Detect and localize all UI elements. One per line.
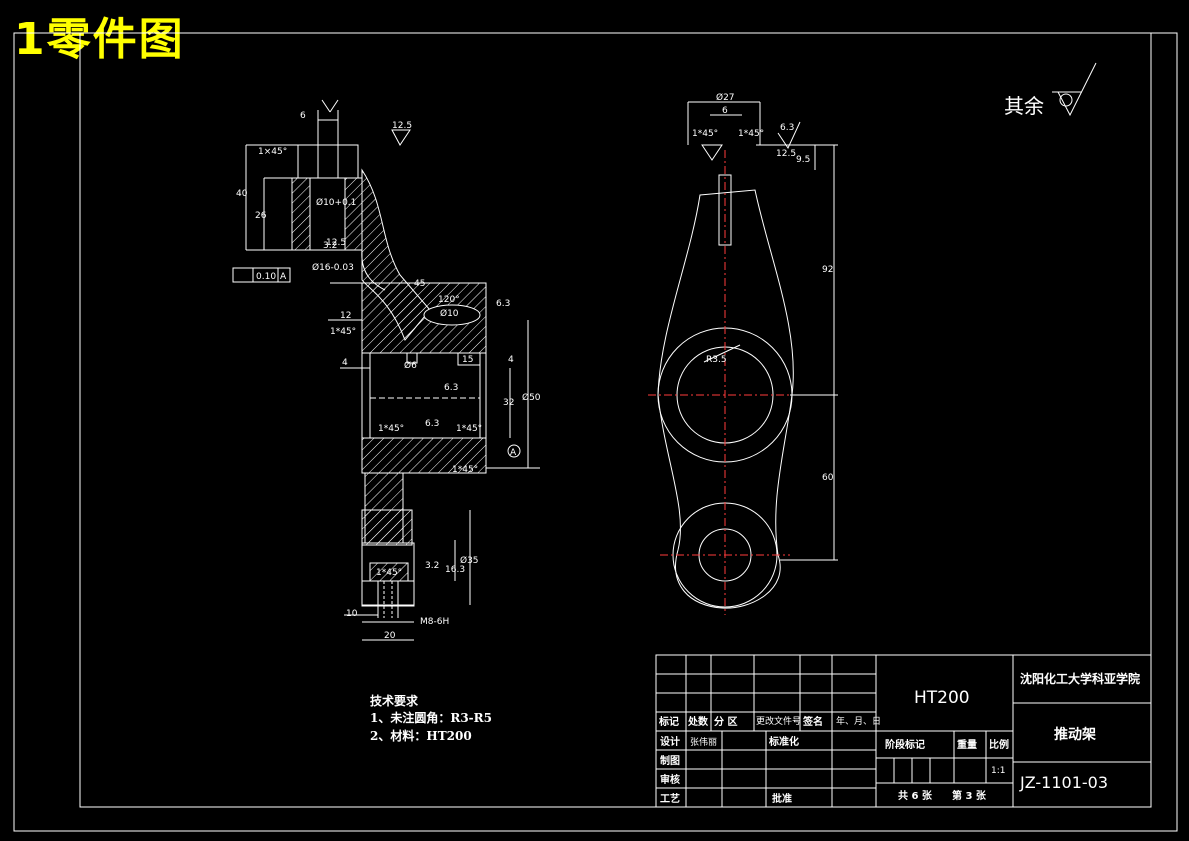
- dim-12-5-top: 12.5: [392, 121, 412, 131]
- dim-d50: Ø50: [522, 392, 541, 403]
- dim-120: 120°: [438, 295, 460, 305]
- tolerance-value: 0.10: [256, 272, 276, 282]
- tb-process: 工艺: [660, 792, 680, 805]
- dim-4-right: 4: [508, 355, 514, 365]
- dim-6-3-mid: 6.3: [425, 419, 439, 429]
- scale-value: 1:1: [991, 766, 1005, 776]
- left-dimension-labels: 6 12.5 1×45° 40 26 Ø10+0.1 Ø16-0.03 0.10…: [236, 111, 541, 641]
- tb-sign: 签名: [802, 715, 823, 728]
- dim-6-right: 6: [722, 106, 728, 116]
- inner-border: [79, 32, 1152, 808]
- dim-6-3-right: 6.3: [496, 299, 510, 309]
- dim-12: 12: [340, 311, 351, 321]
- dim-d16: Ø16-0.03: [312, 262, 354, 273]
- tech-requirements: 技术要求 1、未注圆角：R3-R5 2、材料：HT200: [370, 693, 492, 743]
- dim-chamfer-3: 1*45°: [456, 424, 482, 434]
- dim-9-5: 9.5: [796, 155, 810, 165]
- dim-chamfer-2: 1*45°: [378, 424, 404, 434]
- dim-20: 20: [384, 631, 396, 641]
- tb-standardize: 标准化: [768, 735, 799, 748]
- dim-r3-5: R3.5: [706, 355, 727, 365]
- dim-26: 26: [255, 211, 267, 221]
- tb-mark: 标记: [658, 715, 679, 728]
- dim-12-5-mid: 12.5: [326, 238, 346, 248]
- dim-15: 15: [462, 355, 473, 365]
- tb-date: 年、月、日: [836, 715, 881, 727]
- dim-6: 6: [300, 111, 306, 121]
- dim-3-2-lower: 3.2: [425, 561, 439, 571]
- dim-6-3-r: 6.3: [780, 123, 794, 133]
- dim-m8: M8-6H: [420, 617, 449, 627]
- dim-45: 45: [414, 279, 425, 289]
- dim-32: 32: [503, 398, 514, 408]
- page-title: 1零件图: [14, 14, 185, 65]
- dim-d6: Ø6: [404, 360, 417, 371]
- tech-req-item-1: 1、未注圆角：R3-R5: [370, 710, 492, 725]
- tb-zone: 分 区: [714, 715, 737, 728]
- roughness-note-text: 其余: [1004, 94, 1044, 118]
- tb-approve: 批准: [772, 792, 792, 805]
- tb-stage-mark: 阶段标记: [885, 738, 925, 751]
- left-section-view: [232, 99, 540, 641]
- tb-count: 处数: [687, 715, 709, 728]
- dim-d10-hole: Ø10: [440, 308, 459, 319]
- tb-design: 设计: [660, 735, 680, 748]
- dim-chamfer-1: 1*45°: [330, 327, 356, 337]
- dim-d35: Ø35: [460, 555, 479, 566]
- dim-6-3-hub: 6.3: [444, 383, 458, 393]
- tb-sheets-total: 共 6 张: [898, 789, 933, 802]
- dim-92: 92: [822, 265, 833, 275]
- dim-chamfer-r2: 1*45°: [738, 129, 764, 139]
- tb-design-sign: 张伟丽: [690, 736, 717, 748]
- drawing-number: JZ-1101-03: [1019, 773, 1108, 792]
- tb-review: 审核: [660, 773, 680, 786]
- tb-weight: 重量: [957, 738, 977, 751]
- dim-12-5-r: 12.5: [776, 149, 796, 159]
- tb-ratio: 比例: [989, 738, 1009, 751]
- outer-border: [13, 32, 1178, 832]
- tb-sheet-no: 第 3 张: [952, 789, 987, 802]
- right-dimension-labels: Ø27 6 1*45° 1*45° 6.3 12.5 9.5 92 60 R3.…: [692, 92, 834, 483]
- dim-60: 60: [822, 473, 834, 483]
- part-name: 推动架: [1054, 726, 1096, 743]
- dim-3-2-top: 3.2: [323, 241, 337, 251]
- title-block-text: HT200 沈阳化工大学科亚学院 推动架 JZ-1101-03 1:1 标记 处…: [658, 671, 1140, 805]
- datum-a: A: [510, 448, 517, 458]
- tb-drafting: 制图: [660, 754, 680, 767]
- dim-d27: Ø27: [716, 92, 735, 103]
- school-name: 沈阳化工大学科亚学院: [1020, 671, 1140, 686]
- tech-req-item-2: 2、材料：HT200: [370, 728, 472, 743]
- dim-chamfer-r1: 1*45°: [692, 129, 718, 139]
- dim-chamfer-4: 1*45°: [452, 465, 478, 475]
- roughness-note: 其余: [1004, 62, 1097, 118]
- tech-req-title: 技术要求: [370, 693, 419, 708]
- dim-10: 10: [346, 609, 358, 619]
- dim-40: 40: [236, 189, 248, 199]
- dim-chamfer-5: 1*45°: [376, 568, 402, 578]
- material-value: HT200: [914, 688, 970, 708]
- dim-16-3: 16.3: [445, 565, 465, 575]
- tb-change-doc: 更改文件号: [756, 715, 801, 727]
- dim-d10: Ø10+0.1: [316, 197, 356, 208]
- right-view: [648, 101, 838, 615]
- dim-4-left: 4: [342, 358, 348, 368]
- datum-a-ref: A: [280, 272, 287, 282]
- title-block: [655, 654, 1152, 808]
- dim-chamfer-top: 1×45°: [258, 147, 287, 157]
